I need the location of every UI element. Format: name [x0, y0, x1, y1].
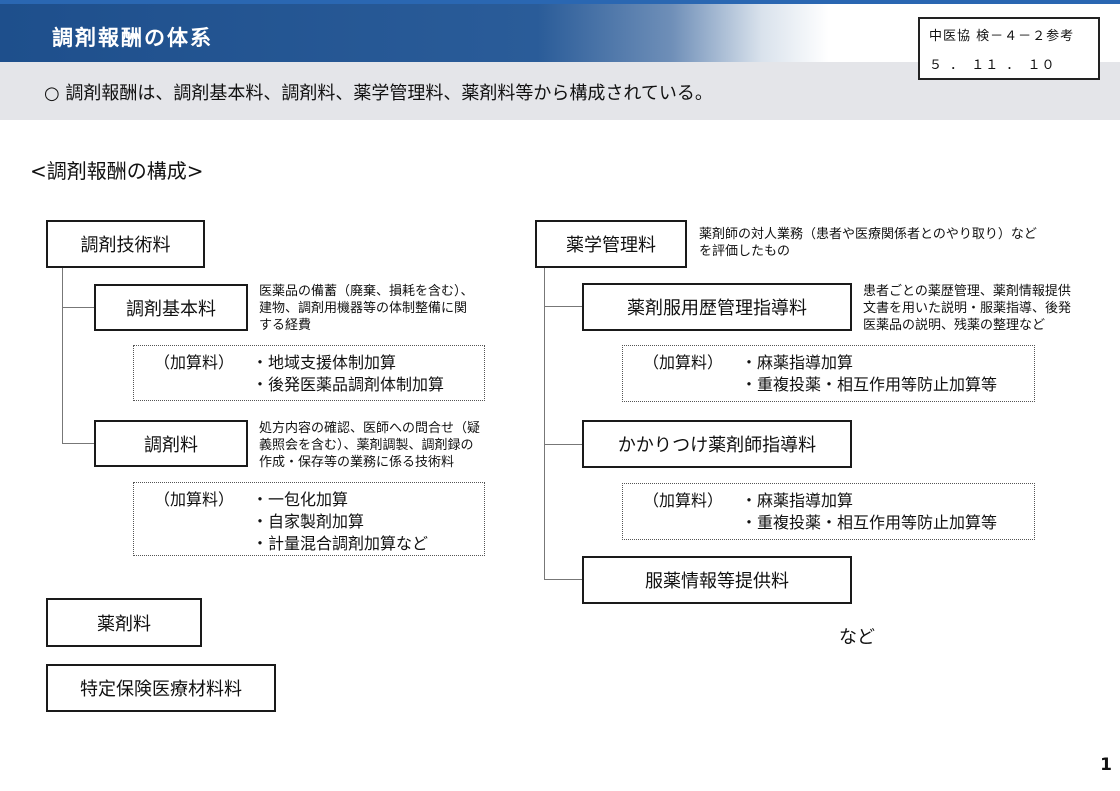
management-fee-label: 薬学管理料	[566, 235, 656, 256]
drug-info-box: 服薬情報等提供料	[582, 556, 852, 604]
addon-list: ・麻薬指導加算 ・重複投薬・相互作用等防止加算等	[741, 352, 997, 396]
right-branch-family-line	[544, 444, 582, 445]
section-heading: <調剤報酬の構成>	[30, 159, 204, 183]
addon-list: ・地域支援体制加算 ・後発医薬品調剤体制加算	[252, 352, 444, 396]
addon-list: ・麻薬指導加算 ・重複投薬・相互作用等防止加算等	[741, 490, 997, 534]
addon-item: ・後発医薬品調剤体制加算	[252, 375, 445, 394]
left-branch-dispensing-line	[62, 443, 94, 444]
drug-fee-box: 薬剤料	[46, 598, 202, 647]
medication-history-box: 薬剤服用歴管理指導料	[582, 283, 852, 331]
addon-item: ・麻薬指導加算	[741, 491, 854, 510]
addon-item: ・自家製剤加算	[252, 512, 365, 531]
page-number: 1	[1100, 755, 1112, 775]
technical-fee-label: 調剤技術料	[80, 235, 171, 256]
addon-label: （加算料）	[643, 353, 724, 372]
left-tree-vertical-line	[62, 268, 63, 444]
addon-list: ・一包化加算 ・自家製剤加算 ・計量混合調剤加算など	[252, 489, 428, 555]
basic-fee-box: 調剤基本料	[94, 284, 248, 331]
addon-item: ・計量混合調剤加算など	[252, 534, 429, 553]
family-pharmacist-addon-box: （加算料） ・麻薬指導加算 ・重複投薬・相互作用等防止加算等	[622, 483, 1035, 540]
medication-history-label: 薬剤服用歴管理指導料	[627, 298, 807, 319]
basic-fee-label: 調剤基本料	[126, 298, 216, 320]
addon-label: （加算料）	[154, 353, 235, 372]
management-fee-box: 薬学管理料	[535, 220, 687, 268]
left-branch-basic-line	[62, 307, 94, 308]
family-pharmacist-label: かかりつけ薬剤師指導料	[617, 435, 817, 456]
dispensing-fee-box: 調剤料	[94, 420, 248, 467]
basic-fee-addon-box: （加算料） ・地域支援体制加算 ・後発医薬品調剤体制加算	[133, 345, 485, 401]
family-pharmacist-box: かかりつけ薬剤師指導料	[582, 420, 852, 468]
etc-text: など	[839, 627, 875, 648]
medication-history-note: 患者ごとの薬歴管理、薬剤情報提供 文書を用いた説明・服薬指導、後発 医薬品の説明…	[863, 284, 1072, 333]
addon-label: （加算料）	[643, 491, 724, 510]
basic-fee-note: 医薬品の備蓄（廃棄、損耗を含む）、 建物、調剤用機器等の体制整備に関 する経費	[259, 284, 474, 333]
medication-history-addon-box: （加算料） ・麻薬指導加算 ・重複投薬・相互作用等防止加算等	[622, 345, 1035, 402]
reference-code: 中医協 検－４－２参考	[929, 29, 1075, 44]
management-fee-note: 薬剤師の対人業務（患者や医療関係者とのやり取り）など を評価したもの	[699, 227, 1037, 259]
reference-date: ５ ． １１ ． １０	[929, 58, 1056, 73]
right-branch-history-line	[544, 306, 582, 307]
dispensing-fee-note: 処方内容の確認、医師への問合せ（疑 義照会を含む）、薬剤調製、調剤録の 作成・保…	[259, 421, 481, 470]
addon-item: ・重複投薬・相互作用等防止加算等	[741, 513, 998, 532]
drug-info-label: 服薬情報等提供料	[645, 571, 789, 592]
material-fee-box: 特定保険医療材料料	[46, 664, 276, 712]
addon-item: ・地域支援体制加算	[252, 353, 397, 372]
reference-box: 中医協 検－４－２参考 ５ ． １１ ． １０	[918, 17, 1100, 80]
page-title: 調剤報酬の体系	[52, 26, 213, 50]
drug-fee-label: 薬剤料	[97, 613, 151, 635]
dispensing-fee-addon-box: （加算料） ・一包化加算 ・自家製剤加算 ・計量混合調剤加算など	[133, 482, 485, 556]
subtitle: ○ 調剤報酬は、調剤基本料、調剤料、薬学管理料、薬剤料等から構成されている。	[44, 83, 713, 104]
material-fee-label: 特定保険医療材料料	[80, 679, 242, 700]
addon-item: ・重複投薬・相互作用等防止加算等	[741, 375, 998, 394]
right-branch-info-line	[544, 579, 582, 580]
addon-item: ・麻薬指導加算	[741, 353, 854, 372]
addon-label: （加算料）	[154, 490, 235, 509]
addon-item: ・一包化加算	[252, 490, 349, 509]
dispensing-fee-label: 調剤料	[144, 434, 198, 456]
right-tree-vertical-line	[544, 268, 545, 580]
technical-fee-box: 調剤技術料	[46, 220, 205, 268]
